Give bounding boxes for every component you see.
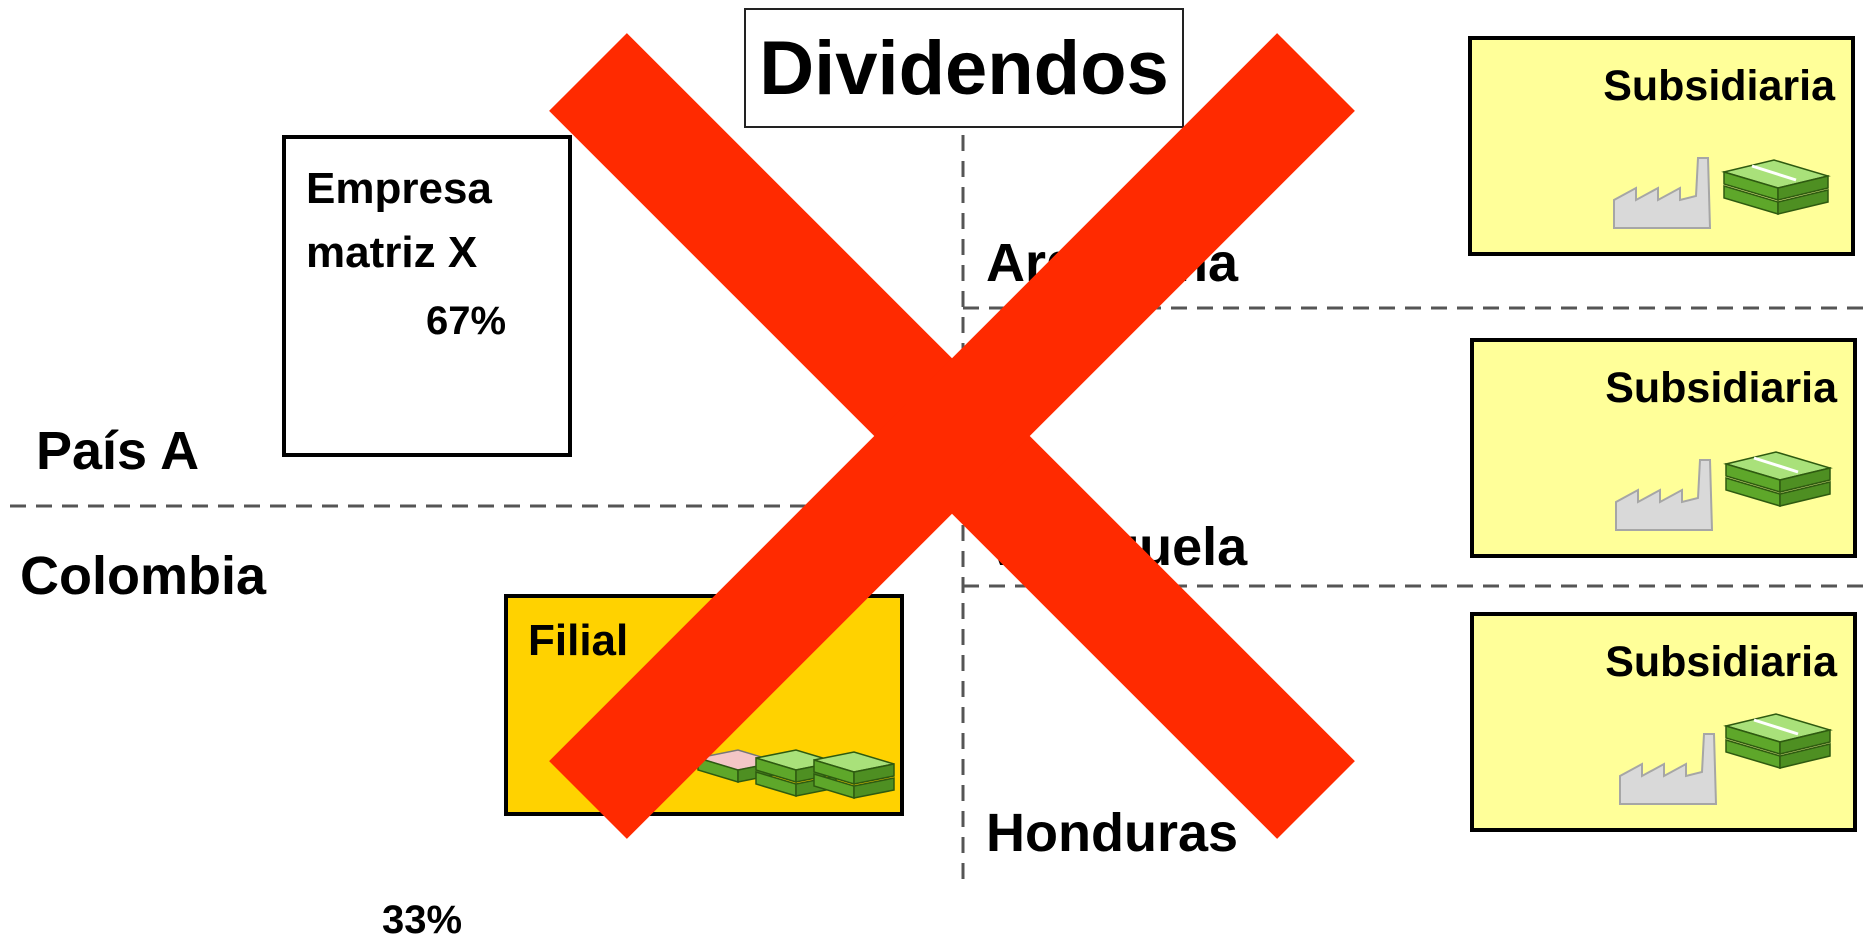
subsidiary-label: Subsidiaria [1605, 638, 1837, 686]
parent-company-box: Empresa matriz X 67% [282, 135, 572, 457]
country-label-colombia: Colombia [20, 546, 267, 606]
subsidiary-box-venezuela: Subsidiaria [1470, 338, 1857, 558]
money-stack-icon [697, 749, 895, 800]
money-stack-icon [1721, 159, 1831, 216]
factory-icon [1615, 459, 1714, 531]
money-stack-icon [1723, 451, 1833, 508]
country-label-pais-a: País A [36, 421, 200, 481]
cross-stroke-2 [549, 33, 1355, 839]
money-stack-icon [1723, 713, 1833, 770]
subsidiary-box-honduras: Subsidiaria [1470, 612, 1857, 832]
subsidiary-box-argentina: Subsidiaria [1468, 36, 1855, 256]
country-label-honduras: Honduras [986, 803, 1239, 863]
subsidiary-label: Subsidiaria [1605, 364, 1837, 412]
parent-company-label: Empresa matriz X [306, 164, 492, 277]
subsidiary-label: Subsidiaria [1603, 62, 1835, 110]
factory-icon [1613, 157, 1712, 229]
factory-icon [1619, 733, 1718, 805]
parent-ownership-pct: 67% [426, 299, 507, 343]
other-ownership-pct: 33% [382, 898, 463, 942]
diagram-title: Dividendos [744, 8, 1184, 128]
filial-label: Filial [528, 616, 629, 665]
